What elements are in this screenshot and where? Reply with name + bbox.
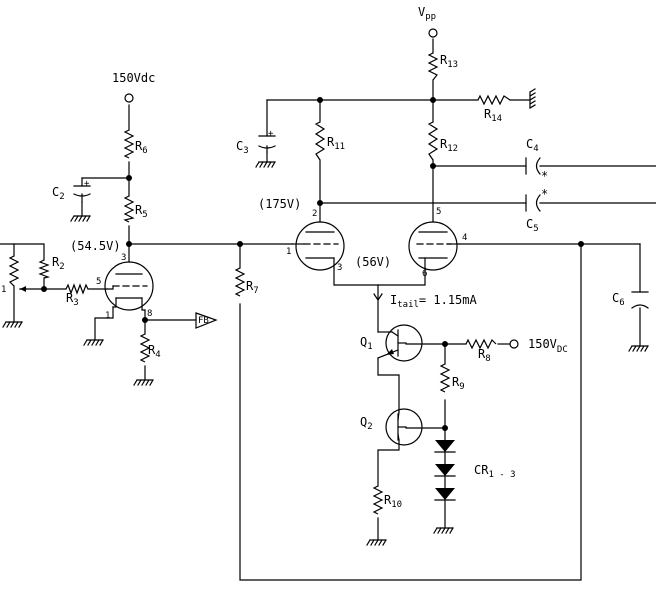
q1-label: Q1 (360, 335, 373, 352)
voltage-v2-label: (175V) (258, 197, 301, 211)
r3-label: R3 (66, 291, 79, 308)
v2-pin-cathode: 3 (337, 263, 342, 273)
r13-label: R13 (440, 53, 458, 70)
supply-150vdc-label: 150Vdc (112, 71, 155, 85)
labels: Vpp 150Vdc 150VDC (54.5V) (175V) (56V) I… (1, 5, 625, 510)
supply-terminals (124, 28, 519, 349)
v3-pin-cathode: 6 (422, 269, 427, 279)
supply-150vdc-2-label: 150VDC (528, 337, 568, 355)
c2-plus-marker: + (84, 179, 90, 189)
vpp-label: Vpp (418, 5, 436, 22)
c5-label: C5 (526, 217, 539, 234)
tube-v3 (408, 221, 460, 271)
c2-label: C2 (52, 185, 65, 202)
c6-label: C6 (612, 291, 625, 308)
v2-pin-grid: 1 (286, 247, 291, 257)
r6-label: R6 (135, 139, 148, 156)
v2-pin-plate: 2 (312, 209, 317, 219)
r10-label: R10 (384, 493, 402, 510)
c3-label: C3 (236, 139, 249, 156)
feedback-arrow-icon (195, 312, 218, 329)
r2-label: R2 (52, 255, 65, 272)
junction-dots (41, 97, 584, 431)
v1-pin-grid: 5 (96, 277, 101, 287)
c4-star-marker: * (541, 169, 548, 183)
pot-pin: 1 (1, 285, 6, 295)
c3-plus-marker: + (268, 129, 274, 139)
ground-symbols (2, 88, 649, 546)
resistor-symbols (8, 52, 511, 515)
r9-label: R9 (452, 375, 465, 392)
voltage-v3-label: (56V) (355, 255, 391, 269)
v1-pin-cathode: 8 (147, 309, 152, 319)
r5-label: R5 (135, 203, 148, 220)
r8-label: R8 (478, 347, 491, 364)
potentiometer-wiper-icon (19, 286, 27, 292)
r14-label: R14 (484, 107, 502, 124)
capacitor-symbols (73, 135, 649, 309)
q2-label: Q2 (360, 415, 373, 432)
voltage-v1-label: (54.5V) (70, 239, 121, 253)
tube-v1 (104, 261, 154, 311)
transistor-q1 (377, 324, 423, 362)
v1-pin-plate: 3 (121, 253, 126, 263)
r4-label: R4 (148, 343, 161, 360)
r12-label: R12 (440, 137, 458, 154)
tail-current-arrow-icon (373, 293, 383, 302)
feedback-label: FB (198, 316, 209, 326)
c5-star-marker: * (541, 187, 548, 201)
transistor-q2 (385, 408, 423, 446)
cr-label: CR1 - 3 (474, 463, 516, 480)
tail-current-label: Itail= 1.15mA (390, 293, 477, 310)
v3-pin-grid: 4 (462, 233, 467, 243)
r7-label: R7 (246, 279, 259, 296)
diode-stack (434, 440, 456, 501)
v3-pin-plate: 5 (436, 207, 441, 217)
v1-pin-heater: 1 (105, 311, 110, 321)
tube-v2 (291, 221, 345, 271)
wires (0, 38, 656, 581)
r11-label: R11 (327, 135, 345, 152)
c4-label: C4 (526, 137, 539, 154)
